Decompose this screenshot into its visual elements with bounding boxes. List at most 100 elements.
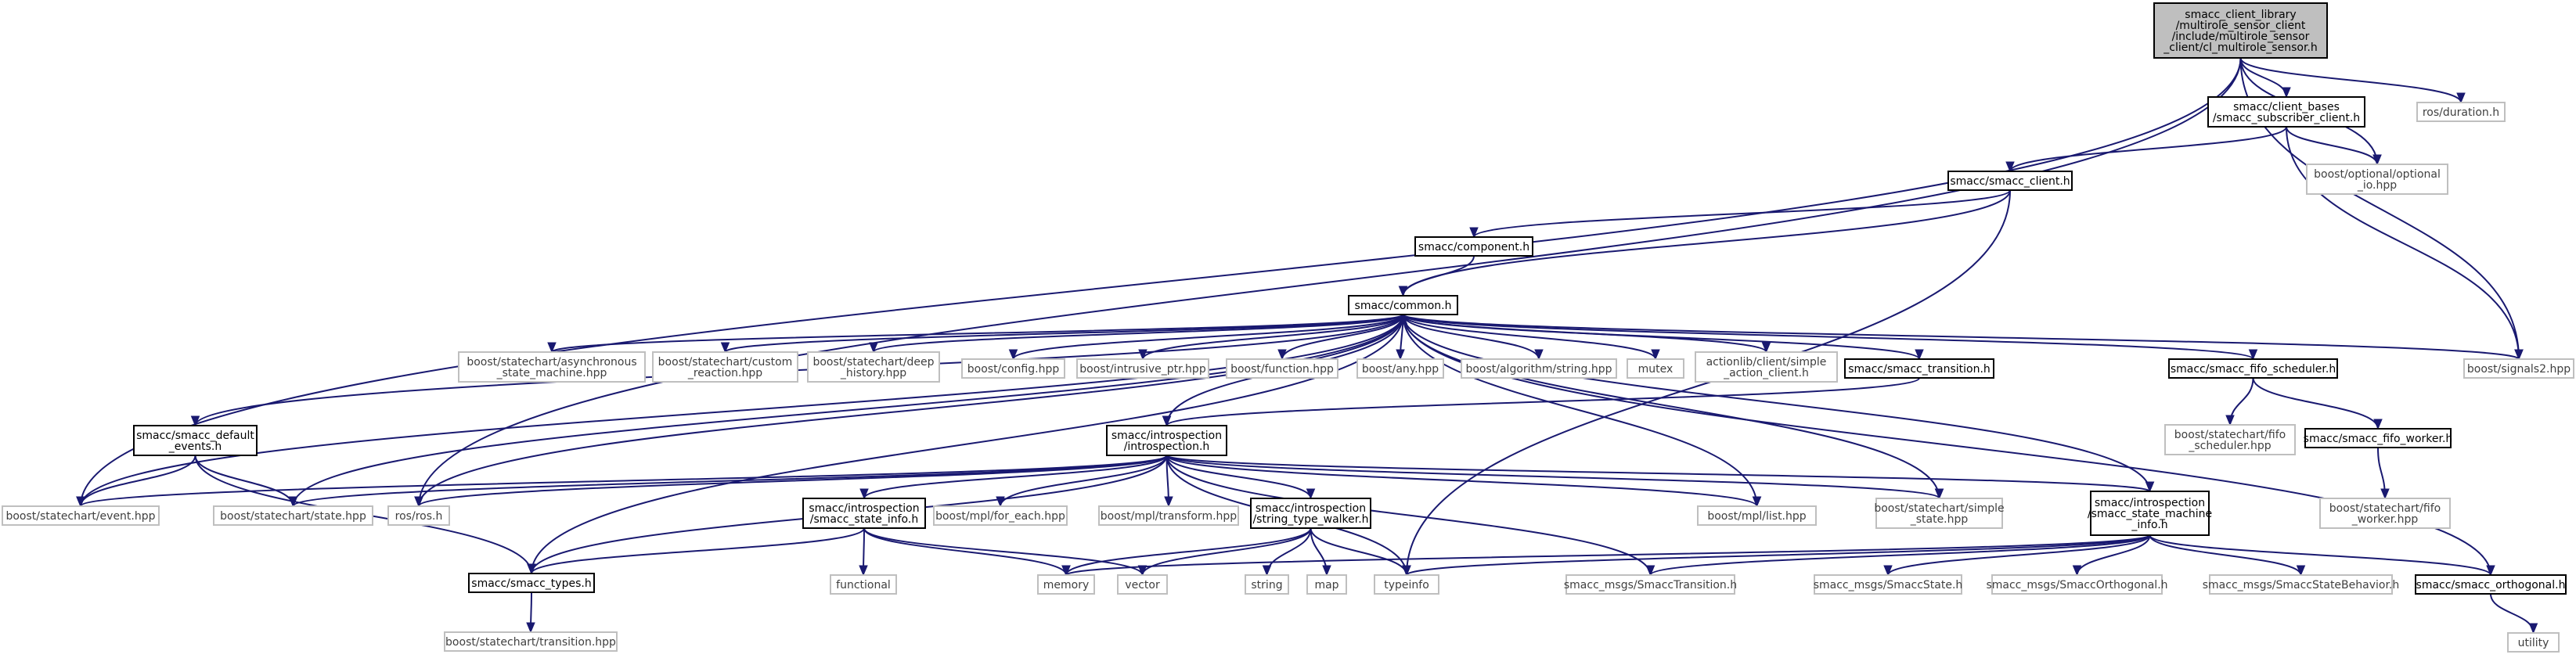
edge-common-to-ros_h: [418, 314, 1404, 507]
node-string-type-walker[interactable]: smacc/introspection/string_type_walker.h: [1250, 498, 1371, 529]
node-smacc-client[interactable]: smacc/smacc_client.h: [1947, 171, 2073, 191]
node-fifo-worker[interactable]: smacc/smacc_fifo_worker.h: [2304, 428, 2453, 448]
node-smacc-types[interactable]: smacc/smacc_types.h: [468, 573, 595, 593]
node-label: /include/multirole_sensor: [2172, 31, 2310, 43]
node-label: smacc/smacc_orthogonal.h: [2416, 579, 2566, 591]
node-label: smacc_msgs/SmaccTransition.h: [1564, 579, 1737, 591]
edge-component-to-common: [1402, 255, 1475, 297]
arrowhead-smacc_orthogonal-to-common: [1398, 313, 1408, 325]
node-simple-state: boost/statechart/simple_state.hpp: [1874, 498, 2005, 529]
node-smacc-orthogonal[interactable]: smacc/smacc_orthogonal.h: [2415, 574, 2567, 595]
node-default-events[interactable]: smacc/smacc_default_events.h: [133, 425, 258, 456]
node-label: utility: [2518, 637, 2549, 649]
node-common[interactable]: smacc/common.h: [1348, 295, 1458, 315]
edge-string_type_walker-to-vector: [1141, 527, 1312, 576]
edge-introspection-to-ros_h: [418, 455, 1168, 507]
node-box: [1098, 505, 1239, 526]
node-box: [1106, 425, 1227, 456]
edge-root-to-ros_duration: [2239, 57, 2462, 103]
arrowhead-sm_info-to-typeinfo: [1402, 565, 1411, 577]
node-component[interactable]: smacc/component.h: [1414, 236, 1533, 257]
node-event-hpp: boost/statechart/event.hpp: [2, 505, 160, 526]
node-label: smacc_msgs/SmaccStateBehavior.h: [2203, 579, 2400, 591]
node-string: string: [1245, 574, 1289, 595]
node-box: [2, 505, 160, 526]
arrowhead-smacc_transition-to-introspection: [1162, 415, 1172, 427]
node-label: boost/function.hpp: [1230, 363, 1334, 376]
edge-default_events-to-state_hpp: [194, 455, 294, 507]
node-label: boost/any.hpp: [1362, 363, 1439, 376]
node-box: [213, 505, 373, 526]
edge-common-to-signals2: [1402, 314, 2520, 360]
edge-introspection-to-sm_info: [1166, 455, 2151, 492]
node-label: smacc/introspection: [1111, 430, 1222, 442]
node-label: boost/optional/optional: [2314, 168, 2441, 181]
edge-root-to-ros_h: [418, 57, 2242, 507]
node-box: [1947, 171, 2073, 191]
arrowhead-string_type_walker-to-string: [1262, 565, 1272, 577]
node-box: [133, 425, 258, 456]
node-label: boost/statechart/transition.hpp: [445, 636, 616, 649]
node-smacc-transition[interactable]: smacc/smacc_transition.h: [1844, 358, 1994, 379]
node-functional: functional: [830, 574, 897, 595]
edge-introspection-to-state_info: [863, 455, 1168, 499]
node-ros-duration: ros/duration.h: [2416, 102, 2506, 122]
node-introspection[interactable]: smacc/introspection/introspection.h: [1106, 425, 1227, 456]
node-label: smacc/introspection: [1256, 502, 1366, 515]
node-client-bases[interactable]: smacc/client_bases/smacc_subscriber_clie…: [2207, 96, 2365, 128]
edge-sm_info-to-memory: [1065, 534, 2151, 576]
arrowhead-common-to-algo_string: [1534, 349, 1544, 361]
node-box: [2319, 498, 2451, 529]
node-box: [2168, 358, 2338, 379]
arrowhead-client_bases-to-smacc_client: [2005, 161, 2015, 173]
edge-smacc_orthogonal-to-utility: [2490, 593, 2535, 634]
edge-sm_info-to-msg_state_behavior: [2149, 534, 2302, 576]
node-box: [802, 498, 926, 529]
node-label: smacc/smacc_transition.h: [1848, 363, 1991, 376]
node-label: boost/mpl/for_each.hpp: [935, 510, 1065, 523]
node-root[interactable]: smacc_client_library/multirole_sensor_cl…: [2153, 2, 2328, 59]
edge-fifo_scheduler-to-fifo_worker: [2252, 377, 2379, 430]
node-label: actionlib/client/simple: [1706, 356, 1827, 369]
node-label: smacc/common.h: [1355, 300, 1452, 312]
node-signals2: boost/signals2.hpp: [2463, 358, 2574, 379]
edge-root-to-event_hpp: [80, 57, 2242, 507]
edge-common-to-custom_reaction: [724, 314, 1404, 353]
node-label: /string_type_walker.h: [1252, 513, 1368, 526]
node-label: smacc/smacc_fifo_worker.h: [2304, 433, 2453, 445]
arrowhead-introspection-to-ros_h: [414, 496, 423, 508]
arrowhead-common-to-actionlib: [1761, 342, 1771, 354]
edge-sm_info-to-msg_transition: [1649, 534, 2151, 576]
node-label: smacc/smacc_client.h: [1950, 175, 2070, 188]
node-msg-orthogonal: smacc_msgs/SmaccOrthogonal.h: [1986, 574, 2168, 595]
node-box: [458, 351, 646, 383]
node-label: boost/statechart/asynchronous: [467, 356, 636, 369]
node-box: [1991, 574, 2163, 595]
arrowhead-sm_info-to-msg_orthogonal: [2072, 565, 2082, 577]
arrowhead-common-to-config: [1008, 349, 1018, 361]
node-fifo-scheduler[interactable]: smacc/smacc_fifo_scheduler.h: [2168, 358, 2338, 379]
node-label: boost/statechart/event.hpp: [5, 510, 155, 523]
edge-introspection-to-state_hpp: [292, 455, 1168, 507]
arrowhead-sm_info-to-msg_transition: [1645, 565, 1655, 577]
arrowhead-introspection-to-mpl_transform: [1164, 496, 1173, 508]
edge-common-to-simple_state: [1402, 314, 1940, 499]
edge-introspection-to-simple_state: [1166, 455, 1940, 499]
node-function: boost/function.hpp: [1226, 358, 1338, 379]
node-box: [2209, 574, 2393, 595]
node-state-info[interactable]: smacc/introspection/smacc_state_info.h: [802, 498, 926, 529]
arrowhead-client_bases-to-boost_optional: [2372, 154, 2382, 166]
arrowhead-introspection-to-event_hpp: [76, 496, 85, 508]
edge-sm_info-to-typeinfo: [1406, 534, 2151, 576]
dependency-edges: [76, 57, 2538, 635]
edge-common-to-intrusive_ptr: [1142, 314, 1404, 360]
node-mutex: mutex: [1627, 358, 1684, 379]
node-async-sm: boost/statechart/asynchronous_state_mach…: [458, 351, 646, 383]
edge-common-to-default_events: [194, 314, 1404, 426]
node-ros-h: ros/ros.h: [387, 505, 450, 526]
node-label: smacc/introspection: [809, 502, 919, 515]
node-sm-info[interactable]: smacc/introspection/smacc_state_machine_…: [2088, 491, 2212, 536]
node-box: [1844, 358, 1994, 379]
node-config: boost/config.hpp: [961, 358, 1065, 379]
